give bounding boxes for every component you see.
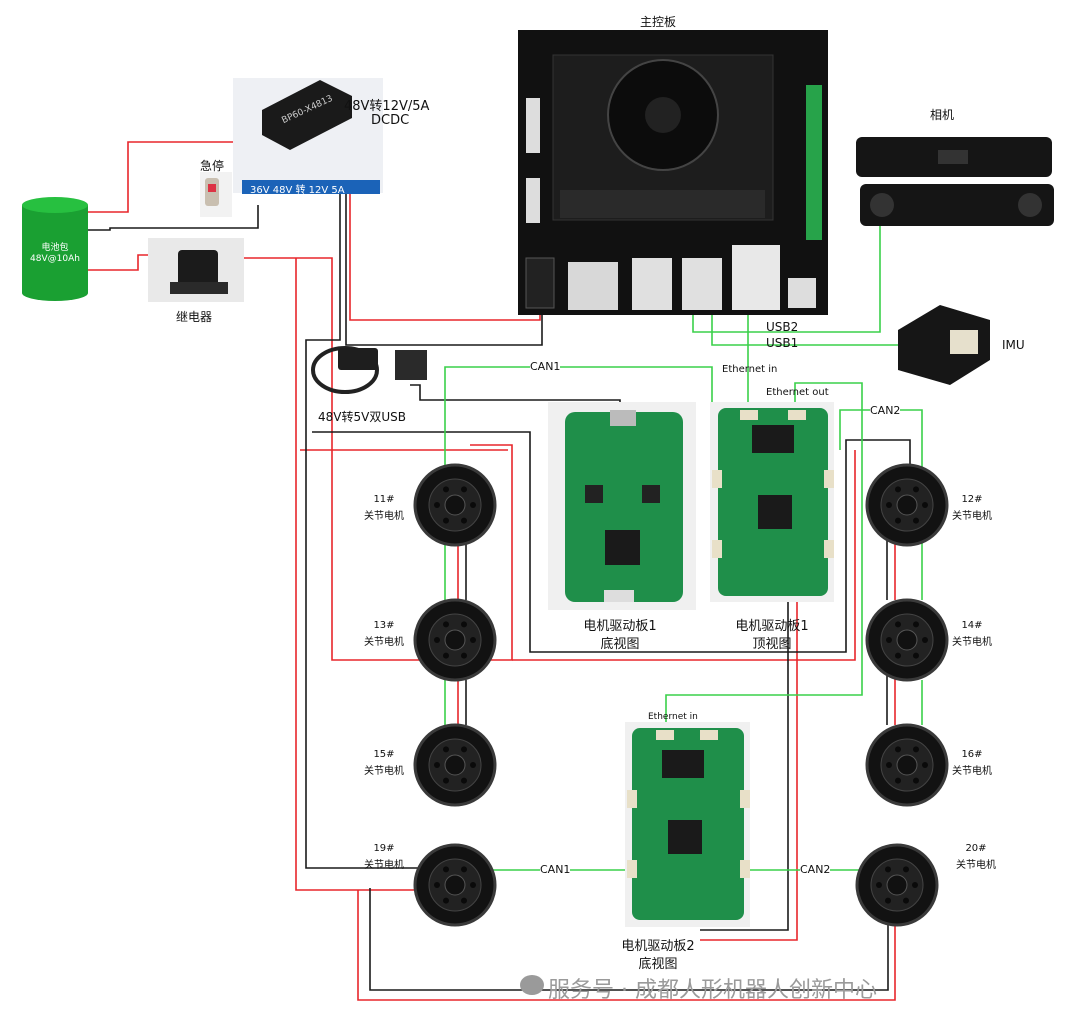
- motor-20-name: 关节电机: [956, 860, 996, 871]
- driver-board-1-bottom-image: [548, 402, 696, 610]
- joint-motor-image: [413, 723, 497, 807]
- motor-13-name: 关节电机: [364, 637, 404, 648]
- dcdc-12v-image: [233, 78, 383, 194]
- motor-12-number: 12#: [961, 494, 983, 505]
- ethernet-in-top-label: Ethernet in: [722, 364, 778, 375]
- battery-label-line1: 电池包: [41, 243, 69, 253]
- power-wire: [88, 119, 258, 213]
- motor-12-name: 关节电机: [952, 511, 992, 522]
- joint-motor-image: [865, 598, 949, 682]
- motor-19-number: 19#: [373, 843, 395, 854]
- ethernet-out-label: Ethernet out: [766, 387, 829, 398]
- driver1-bottom-title: 电机驱动板1: [583, 619, 657, 634]
- wechat-icon: [520, 975, 544, 995]
- joint-motor-image: [855, 843, 939, 927]
- ground-wire: [345, 150, 543, 346]
- main-board-image: [518, 30, 828, 315]
- signal-wire: [692, 225, 881, 333]
- driver-board-2-bottom-image: [625, 722, 750, 927]
- power-wire: [357, 890, 896, 1001]
- dcdc-12v-subtitle: DCDC: [371, 113, 410, 128]
- camera-label: 相机: [930, 108, 955, 122]
- ground-wire: [312, 431, 911, 653]
- driver2-bottom-subtitle: 底视图: [638, 957, 678, 972]
- battery-label-line2: 48V@10Ah: [30, 254, 80, 264]
- dcdc-12v-title: 48V转12V/5A: [344, 99, 430, 114]
- ground-wire: [700, 600, 789, 931]
- motor-14-name: 关节电机: [952, 637, 992, 648]
- power-wire: [512, 450, 856, 661]
- estop-label: 急停: [200, 159, 225, 173]
- driver1-top-subtitle: 顶视图: [752, 637, 792, 652]
- can2-bottom-label: CAN2: [800, 863, 831, 876]
- usb1-label: USB1: [766, 336, 799, 350]
- usb-converter-image: [311, 346, 427, 394]
- can1-top-label: CAN1: [530, 360, 561, 373]
- motor-16-name: 关节电机: [952, 766, 992, 777]
- main-board-label: 主控板: [640, 15, 677, 29]
- joint-motor-image: [413, 598, 497, 682]
- joint-motor-image: [413, 463, 497, 547]
- driver2-bottom-title: 电机驱动板2: [621, 939, 695, 954]
- motor-16-number: 16#: [961, 749, 983, 760]
- dcdc-sticker-text: 36V 48V 转 12V 5A: [250, 185, 345, 196]
- motor-15-number: 15#: [373, 749, 395, 760]
- ground-wire: [305, 150, 418, 869]
- power-wire: [700, 600, 798, 941]
- power-wire: [295, 258, 418, 891]
- signal-wire: [665, 382, 863, 735]
- can1-bottom-label: CAN1: [540, 863, 571, 876]
- joint-motor-image: [413, 843, 497, 927]
- relay-label: 继电器: [176, 310, 213, 324]
- imu-label: IMU: [1002, 338, 1025, 352]
- relay-image: [148, 238, 244, 302]
- battery-image: [22, 197, 88, 301]
- motor-20-number: 20#: [965, 843, 987, 854]
- motor-11-number: 11#: [373, 494, 395, 505]
- can2-top-label: CAN2: [870, 404, 901, 417]
- motor-11-name: 关节电机: [364, 511, 404, 522]
- ethernet-in-bottom-label: Ethernet in: [648, 712, 698, 722]
- usb-converter-label: 48V转5V双USB: [318, 410, 406, 424]
- motor-19-name: 关节电机: [364, 860, 404, 871]
- motor-15-name: 关节电机: [364, 766, 404, 777]
- driver1-top-title: 电机驱动板1: [735, 619, 809, 634]
- usb2-label: USB2: [766, 320, 799, 334]
- ground-wire: [88, 205, 259, 231]
- watermark-text: 服务号 · 成都人形机器人创新中心: [548, 978, 877, 1003]
- ground-wire: [369, 888, 889, 991]
- camera-image: [856, 137, 1054, 226]
- motor-14-number: 14#: [961, 620, 983, 631]
- driver1-bottom-subtitle: 底视图: [600, 637, 640, 652]
- power-wire: [228, 257, 513, 661]
- driver-board-1-top-image: [710, 402, 834, 602]
- signal-wire: [711, 315, 900, 346]
- imu-image: [898, 305, 990, 385]
- motor-13-number: 13#: [373, 620, 395, 631]
- joint-motor-image: [865, 463, 949, 547]
- estop-image: [200, 172, 232, 217]
- joint-motor-image: [865, 723, 949, 807]
